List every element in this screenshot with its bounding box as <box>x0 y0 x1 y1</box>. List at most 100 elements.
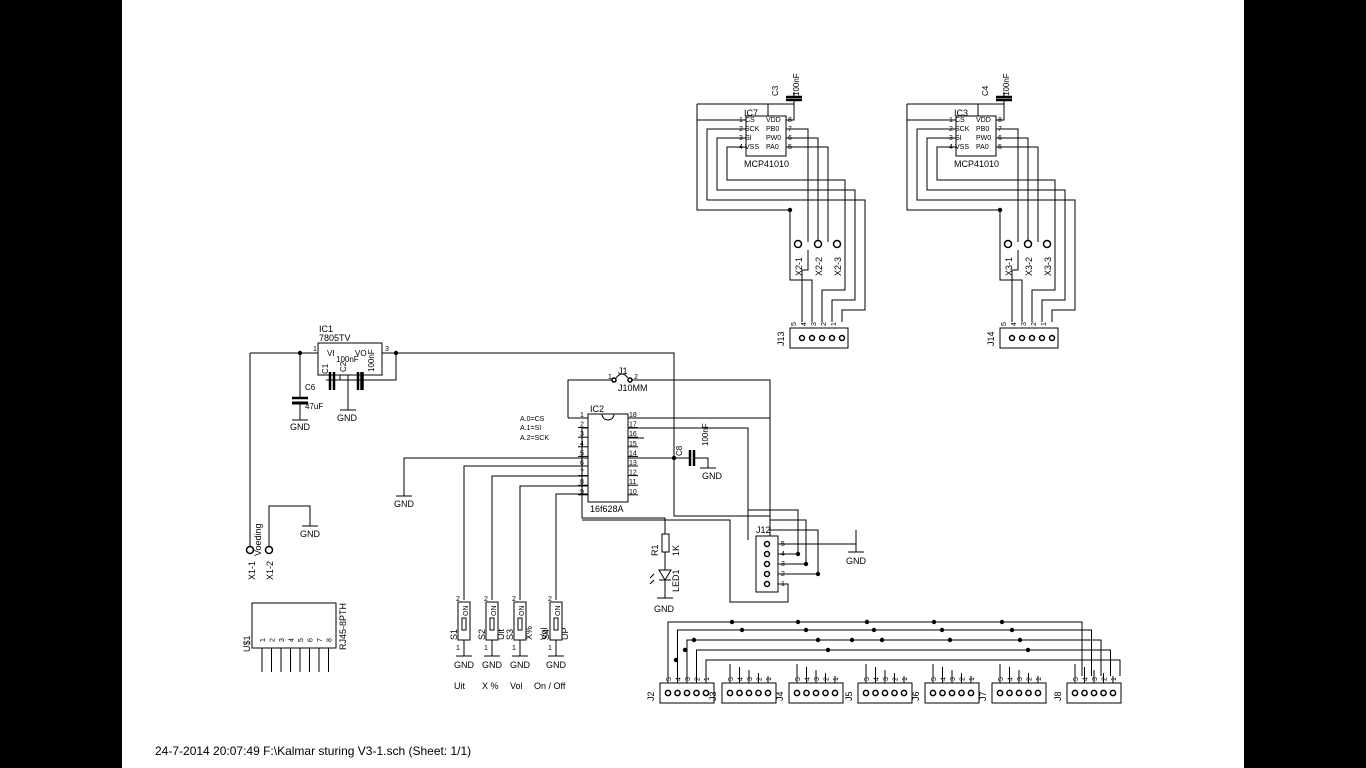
svg-text:1: 1 <box>608 374 612 381</box>
led1-ref: LED1 <box>671 569 681 592</box>
mcu-rpin-14: 14 <box>629 450 637 457</box>
gnd-label-mcu: GND <box>394 499 415 509</box>
pot1-pad1: X2-2 <box>814 257 824 276</box>
mcu-rpin-11: 11 <box>629 479 636 486</box>
output-conn-ref-J7: J7 <box>978 691 988 701</box>
rj45-ref: U$1 <box>242 635 252 652</box>
svg-text:3: 3 <box>385 346 389 353</box>
mcu-lpin-1: 1 <box>580 412 584 419</box>
svg-text:2: 2 <box>893 677 900 681</box>
switch-4-ref: S4 <box>541 629 551 640</box>
output-conn-ref-J2: J2 <box>646 691 656 701</box>
mcu-body <box>587 413 629 503</box>
pot1-block: IC7 MCP41010 12 34 87 65 CS SCK SI VSS V… <box>696 73 866 349</box>
j12-block: J12 5 4 3 2 1 GND <box>582 519 867 603</box>
pot1-pad0: X2-1 <box>794 257 804 276</box>
j14-pins: 5 4 3 2 1 <box>1001 322 1056 342</box>
switch-2-state: ON <box>491 606 498 617</box>
switch-2-gnd: GND <box>482 660 503 670</box>
pot2-pin-l2: SI <box>955 135 962 142</box>
pot2-chip-body <box>955 115 997 157</box>
gnd-label-led: GND <box>654 604 675 614</box>
supply-pad2: X1-2 <box>265 561 275 580</box>
svg-text:1: 1 <box>969 677 976 681</box>
svg-text:5: 5 <box>1073 677 1080 681</box>
pot1-pin-l3: VSS <box>745 144 759 151</box>
schematic-canvas: IC7 MCP41010 12 34 87 65 CS SCK SI VSS V… <box>242 73 1122 704</box>
switch-4-state: ON <box>555 606 562 617</box>
rj45-pin-1: 1 <box>260 638 267 642</box>
switch-4-gnd: GND <box>546 660 567 670</box>
svg-text:5: 5 <box>998 677 1005 681</box>
gnd-label-reg: GND <box>337 413 358 423</box>
pot2-block: IC3 MCP41010 12 34 87 65 CS SCK SI VSS V… <box>906 73 1076 349</box>
pot1-chip-body <box>745 115 787 157</box>
reg-vi: VI <box>327 349 335 358</box>
svg-text:1: 1 <box>1111 677 1118 681</box>
switch-3-gnd: GND <box>510 660 531 670</box>
svg-text:1: 1 <box>512 645 516 652</box>
svg-text:1: 1 <box>831 322 838 326</box>
switch-1-state: ON <box>463 606 470 617</box>
svg-text:3: 3 <box>811 322 818 326</box>
pot1-pin-l1: SCK <box>745 126 760 133</box>
switch-1-lever <box>461 617 467 631</box>
svg-text:3: 3 <box>883 677 890 681</box>
rj45-body <box>251 602 337 649</box>
mcu-note-2: A.2=SCK <box>520 435 549 442</box>
svg-text:2: 2 <box>456 596 460 603</box>
svg-text:4: 4 <box>676 677 683 681</box>
pot1-pad2: X2-3 <box>833 257 843 276</box>
svg-text:2: 2 <box>1102 677 1109 681</box>
gnd-label-c8: GND <box>702 471 723 481</box>
sheet-footer: 24-7-2014 20:07:49 F:\Kalmar sturing V3-… <box>155 744 472 758</box>
svg-text:3: 3 <box>1017 677 1024 681</box>
svg-text:1: 1 <box>1041 322 1048 326</box>
svg-text:4: 4 <box>805 677 812 681</box>
svg-text:4: 4 <box>874 677 881 681</box>
rj45-pin-4: 4 <box>289 638 296 642</box>
c6-ref: C6 <box>305 383 316 392</box>
svg-text:4: 4 <box>738 677 745 681</box>
pot1-pin-l0: CS <box>745 117 755 124</box>
gnd-label-j12: GND <box>846 556 867 566</box>
svg-text:1: 1 <box>456 645 460 652</box>
switch-2-ref: S2 <box>477 629 487 640</box>
svg-text:2: 2 <box>821 322 828 326</box>
svg-text:2: 2 <box>512 596 516 603</box>
svg-text:4: 4 <box>1083 677 1090 681</box>
pot2-pin-l1: SCK <box>955 126 970 133</box>
pot2-pad0: X3-1 <box>1004 257 1014 276</box>
svg-text:2: 2 <box>548 596 552 603</box>
svg-text:2: 2 <box>634 374 638 381</box>
pot2-pad2: X3-3 <box>1043 257 1053 276</box>
reg-ref: IC1 <box>319 324 333 334</box>
output-conn-ref-J3: J3 <box>708 691 718 701</box>
svg-text:1: 1 <box>484 645 488 652</box>
rj45-pin-6: 6 <box>308 638 315 642</box>
jumper-ref: J1 <box>618 366 628 376</box>
jumper-part: J10MM <box>618 383 648 393</box>
svg-text:5: 5 <box>791 322 798 326</box>
c1-ref: C1 <box>321 363 330 374</box>
rj45-pin-7: 7 <box>317 638 324 642</box>
svg-text:2: 2 <box>1031 322 1038 326</box>
gnd-label-c6: GND <box>290 422 311 432</box>
svg-text:2: 2 <box>484 596 488 603</box>
svg-text:3: 3 <box>685 677 692 681</box>
gnd-label-supply: GND <box>300 529 321 539</box>
supply-pad1: X1-1 <box>247 561 257 580</box>
svg-text:1: 1 <box>833 677 840 681</box>
pot2-pin-r3: PA0 <box>976 144 989 151</box>
switch-2-side: Uit <box>496 629 506 640</box>
svg-text:2: 2 <box>1027 677 1034 681</box>
switch-3-caption: Vol <box>510 681 523 691</box>
svg-text:4: 4 <box>941 677 948 681</box>
pot2-cap-val: 100nF <box>1002 73 1011 96</box>
pot2-pad1: X3-2 <box>1024 257 1034 276</box>
svg-text:5: 5 <box>728 677 735 681</box>
svg-text:1: 1 <box>766 677 773 681</box>
switch-3-side: X% <box>524 626 534 640</box>
mcu-note-1: A.1=SI <box>520 425 541 432</box>
